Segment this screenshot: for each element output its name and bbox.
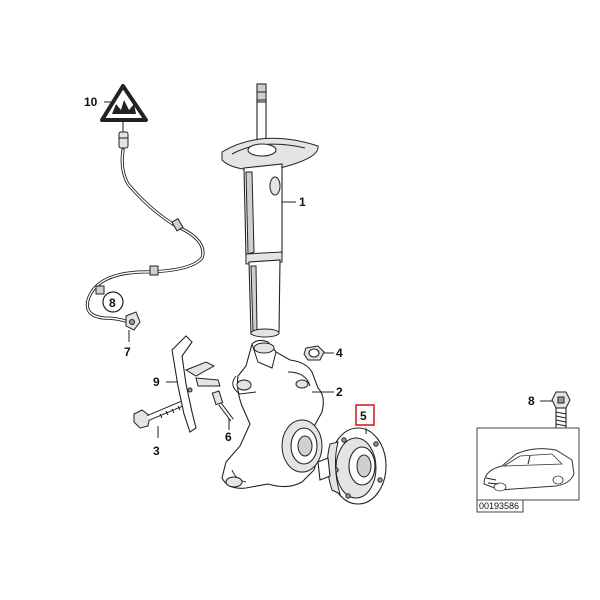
callout-8[interactable]: 8 — [109, 296, 116, 310]
callout-5-highlight-box — [355, 404, 375, 426]
vehicle-reference-inset — [476, 427, 580, 513]
callout-8-inset[interactable]: 8 — [528, 394, 535, 408]
callout-5[interactable]: 5 — [360, 409, 367, 423]
callout-4[interactable]: 4 — [336, 346, 343, 360]
callout-6[interactable]: 6 — [225, 430, 232, 444]
callout-8-circle — [102, 291, 124, 313]
abs-sensor-cable[interactable] — [85, 122, 205, 331]
callout-2[interactable]: 2 — [336, 385, 343, 399]
shock-strut[interactable] — [221, 83, 319, 338]
bolt-3[interactable] — [133, 399, 188, 438]
callout-10[interactable]: 10 — [84, 95, 98, 109]
warning-triangle-icon — [100, 84, 148, 122]
callout-3[interactable]: 3 — [153, 444, 160, 458]
callout-7[interactable]: 7 — [124, 345, 131, 359]
callout-9[interactable]: 9 — [153, 375, 160, 389]
steering-knuckle[interactable] — [221, 339, 334, 489]
bolt-6[interactable] — [211, 390, 234, 430]
bracket[interactable] — [166, 335, 221, 433]
inset-screw[interactable] — [540, 391, 571, 431]
callout-1[interactable]: 1 — [299, 195, 306, 209]
wheel-hub-bearing[interactable] — [317, 427, 387, 505]
nut[interactable] — [303, 345, 334, 361]
reference-code: 00193586 — [479, 501, 519, 511]
